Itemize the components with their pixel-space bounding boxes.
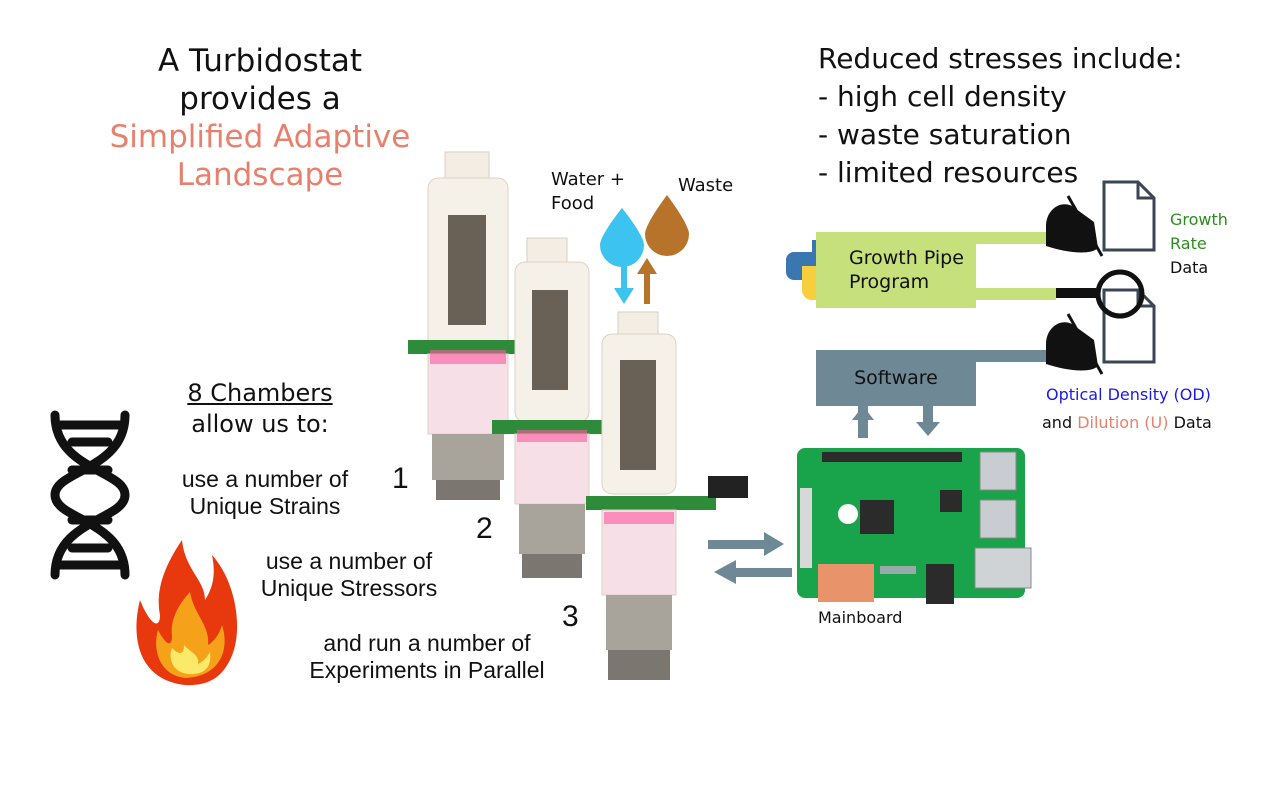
parallel-experiments-text: and run a number of Experiments in Paral…: [280, 630, 574, 684]
unique-strains-text: use a number of Unique Strains: [150, 466, 380, 520]
main-title: A Turbidostat provides a Simplified Adap…: [80, 42, 440, 194]
program-label: Growth Pipe Program: [849, 246, 964, 294]
data-exchange-arrows: [708, 532, 792, 584]
growth-pipe-program-box: Growth Pipe Program: [816, 232, 976, 308]
and-text: and: [1042, 413, 1073, 432]
stress-item: - high cell density: [818, 80, 1067, 113]
document-icon-growth: [1102, 180, 1156, 252]
experiments-line-1: and run a number of: [323, 630, 531, 656]
optical-density-label: Optical Density (OD): [1046, 385, 1211, 404]
growth-rate-line-2: Rate: [1170, 234, 1207, 253]
software-board-arrows: [852, 406, 940, 438]
writing-hand-icon-top: [1046, 195, 1104, 257]
software-box: Software: [816, 350, 976, 406]
growth-rate-data-label: Growth Rate Data: [1170, 208, 1228, 280]
chamber-number-3: 3: [562, 600, 579, 633]
waste-label: Waste: [678, 175, 734, 196]
stressors-line-2: Unique Stressors: [260, 575, 438, 601]
software-label: Software: [854, 367, 938, 389]
strains-line-1: use a number of: [181, 466, 349, 492]
growth-connector-bottom: [976, 288, 1056, 300]
experiments-line-2: Experiments in Parallel: [309, 657, 545, 683]
water-food-label: Water + Food: [551, 168, 625, 216]
growth-rate-line-3: Data: [1170, 258, 1209, 277]
strains-line-2: Unique Strains: [189, 493, 341, 519]
writing-hand-icon-bottom: [1046, 313, 1104, 375]
water-label-line-1: Water +: [551, 169, 626, 190]
water-label-line-2: Food: [551, 193, 595, 214]
chamber-number-2: 2: [476, 512, 493, 545]
title-line-4: Landscape: [176, 157, 344, 193]
chambers-title: 8 Chambers: [187, 379, 333, 407]
data-text: Data: [1173, 413, 1212, 432]
title-line-1: A Turbidostat: [157, 43, 363, 79]
dna-icon: [50, 410, 130, 580]
raspberry-pi-board: [797, 448, 1032, 604]
dilution-text: Dilution (U): [1077, 413, 1169, 432]
chamber-3: [586, 311, 748, 680]
title-line-2: provides a: [179, 81, 341, 117]
growth-rate-line-1: Growth: [1170, 210, 1228, 229]
chambers-subtitle: allow us to:: [191, 410, 329, 438]
water-drop-icon: [600, 208, 644, 304]
software-connector: [976, 350, 1046, 362]
reduced-stresses-list: Reduced stresses include: - high cell de…: [818, 40, 1183, 192]
chambers-caption: 8 Chambers allow us to:: [150, 378, 370, 440]
unique-stressors-text: use a number of Unique Stressors: [234, 548, 464, 602]
chamber-2: [492, 237, 606, 578]
title-line-3: Simplified Adaptive: [109, 119, 411, 155]
mainboard-label: Mainboard: [818, 608, 903, 627]
waste-drop-icon: [637, 195, 689, 304]
document-icon-od: [1102, 288, 1156, 364]
growth-connector-top: [976, 232, 1046, 244]
flame-icon: [136, 540, 238, 686]
program-line-2: Program: [849, 271, 930, 293]
chamber-number-1: 1: [392, 462, 409, 495]
stress-item: - waste saturation: [818, 118, 1072, 151]
stressors-line-1: use a number of: [265, 548, 433, 574]
chamber-1: [408, 151, 528, 500]
dilution-data-label: and Dilution (U) Data: [1042, 411, 1212, 435]
program-line-1: Growth Pipe: [849, 247, 964, 269]
stresses-heading: Reduced stresses include:: [818, 42, 1183, 75]
magnifier-icon: [1056, 269, 1145, 319]
stress-item: - limited resources: [818, 156, 1079, 189]
